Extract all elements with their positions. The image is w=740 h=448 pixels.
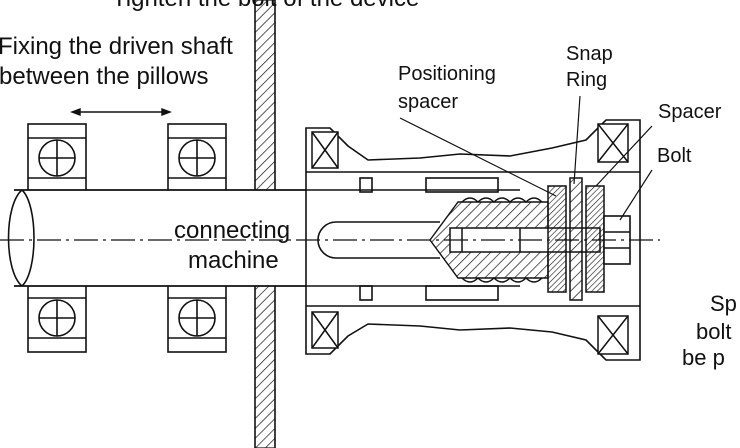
label-snap-line2: Ring <box>566 69 608 91</box>
spacer-stack <box>547 177 605 301</box>
label-connecting-line2: machine <box>188 247 279 274</box>
label-cut-line3: be p <box>682 345 725 370</box>
label-top-cut: Tighten the bolt of the device <box>112 0 419 12</box>
label-cut-line2: bolt <box>696 319 732 344</box>
label-positioning-line2: spacer <box>398 91 459 113</box>
label-connecting-line1: connecting <box>174 217 291 244</box>
housing-bearings <box>311 123 629 355</box>
driven-shaft <box>7 189 362 287</box>
label-positioning-line1: Positioning <box>398 63 496 85</box>
label-bolt: Bolt <box>657 145 692 167</box>
pillow-bearing-right <box>167 123 227 353</box>
label-cut-line1: Sp <box>710 291 737 316</box>
pillow-span-arrow <box>70 107 172 117</box>
leader-lines <box>399 95 653 221</box>
label-spacer: Spacer <box>658 101 722 123</box>
label-fixing-line1: Fixing the driven shaft <box>0 33 233 60</box>
label-snap-line1: Snap <box>566 43 613 65</box>
label-fixing-line2: between the pillows <box>0 63 209 90</box>
